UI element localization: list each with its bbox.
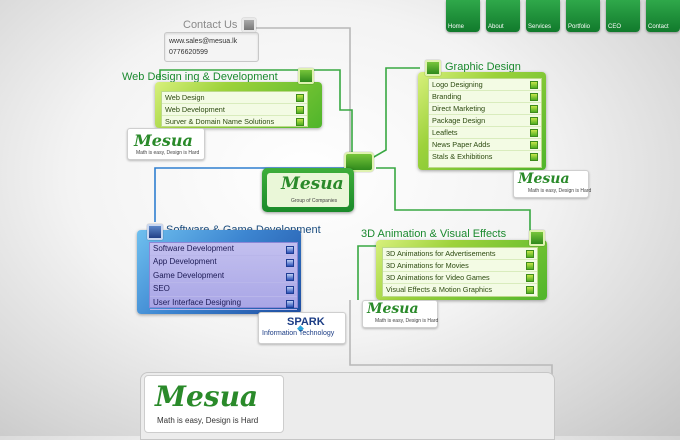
graphic-list: Logo Designing Branding Direct Marketing… <box>428 78 542 168</box>
center-logo[interactable]: Mesua Group of Companies <box>262 168 354 212</box>
animation-item[interactable]: 3D Animations for Advertisements <box>383 248 537 260</box>
check-icon <box>526 262 534 270</box>
graphic-panel: Logo Designing Branding Direct Marketing… <box>418 72 546 170</box>
animation-check-icon[interactable] <box>529 230 545 246</box>
software-item[interactable]: Game Development <box>150 270 297 284</box>
check-icon <box>530 153 538 161</box>
animation-logo: Mesua Math is easy, Design is Hard <box>362 300 438 328</box>
nav-portfolio[interactable]: Portfolio <box>566 0 600 32</box>
nav-about[interactable]: About <box>486 0 520 32</box>
nav-home[interactable]: Home <box>446 0 480 32</box>
graphic-item[interactable]: Leaflets <box>429 127 541 139</box>
check-icon <box>526 250 534 258</box>
contact-title: Contact Us <box>183 19 238 31</box>
graphic-check-icon[interactable] <box>425 60 441 76</box>
check-icon <box>286 259 294 268</box>
check-icon <box>286 246 294 254</box>
graphic-item[interactable]: Branding <box>429 91 541 103</box>
contact-email[interactable]: www.sales@mesua.lk <box>169 38 238 45</box>
graphic-item[interactable]: News Paper Adds <box>429 139 541 151</box>
check-icon <box>286 272 294 281</box>
web-panel: Web Design Web Development Surver & Doma… <box>155 82 322 128</box>
check-icon <box>530 129 538 137</box>
software-list: Software Development App Development Gam… <box>149 242 298 310</box>
animation-list: 3D Animations for Advertisements 3D Anim… <box>382 247 538 297</box>
check-icon <box>286 286 294 295</box>
contact-phone: 0776620599 <box>169 49 208 56</box>
web-check-icon[interactable] <box>298 68 314 84</box>
web-heading: Web Design ing & Development <box>122 71 278 83</box>
check-icon <box>286 299 294 308</box>
web-list: Web Design Web Development Surver & Doma… <box>161 91 308 127</box>
contact-box: www.sales@mesua.lk 0776620599 <box>164 32 259 62</box>
web-item[interactable]: Web Development <box>162 104 307 116</box>
check-icon <box>530 105 538 113</box>
web-item[interactable]: Surver & Domain Name Solutions <box>162 116 307 127</box>
graphic-logo: Mesua Math is easy, Design is Hard <box>513 170 591 198</box>
graphic-item[interactable]: Package Design <box>429 115 541 127</box>
graphic-item[interactable]: Logo Designing <box>429 79 541 91</box>
spark-logo: SPARK ◆ Information Technology <box>258 312 346 344</box>
check-icon <box>530 81 538 89</box>
hub-icon[interactable] <box>344 152 374 172</box>
graphic-heading: Graphic Design <box>445 61 521 73</box>
software-item[interactable]: User Interface Designing <box>150 297 297 310</box>
animation-item[interactable]: Visual Effects & Motion Graphics <box>383 284 537 295</box>
diamond-icon: ◆ <box>297 323 304 333</box>
nav-contact[interactable]: Contact <box>646 0 680 32</box>
animation-item[interactable]: 3D Animations for Video Games <box>383 272 537 284</box>
check-icon <box>530 141 538 149</box>
check-icon <box>296 94 304 102</box>
web-item[interactable]: Web Design <box>162 92 307 104</box>
check-icon <box>296 106 304 114</box>
web-logo: Mesua Math is easy, Design is Hard <box>127 128 205 160</box>
check-icon <box>526 286 534 294</box>
software-item[interactable]: SEO <box>150 283 297 297</box>
contact-check-icon[interactable] <box>242 18 256 32</box>
animation-heading: 3D Animation & Visual Effects <box>361 228 507 240</box>
nav-ceo[interactable]: CEO <box>606 0 640 32</box>
check-icon <box>296 118 304 126</box>
software-check-icon[interactable] <box>147 224 163 240</box>
software-panel: Software Development App Development Gam… <box>137 230 301 314</box>
top-nav: Home About Services Portfolio CEO Contac… <box>440 0 680 34</box>
animation-panel: 3D Animations for Advertisements 3D Anim… <box>376 240 547 300</box>
nav-services[interactable]: Services <box>526 0 560 32</box>
check-icon <box>526 274 534 282</box>
check-icon <box>530 93 538 101</box>
animation-item[interactable]: 3D Animations for Movies <box>383 260 537 272</box>
check-icon <box>530 117 538 125</box>
graphic-item[interactable]: Direct Marketing <box>429 103 541 115</box>
software-item[interactable]: Software Development <box>150 243 297 257</box>
graphic-item[interactable]: Stals & Exhibitions <box>429 151 541 162</box>
software-item[interactable]: App Development <box>150 256 297 270</box>
footer-logo[interactable]: Mesua Math is easy, Design is Hard <box>144 375 284 433</box>
